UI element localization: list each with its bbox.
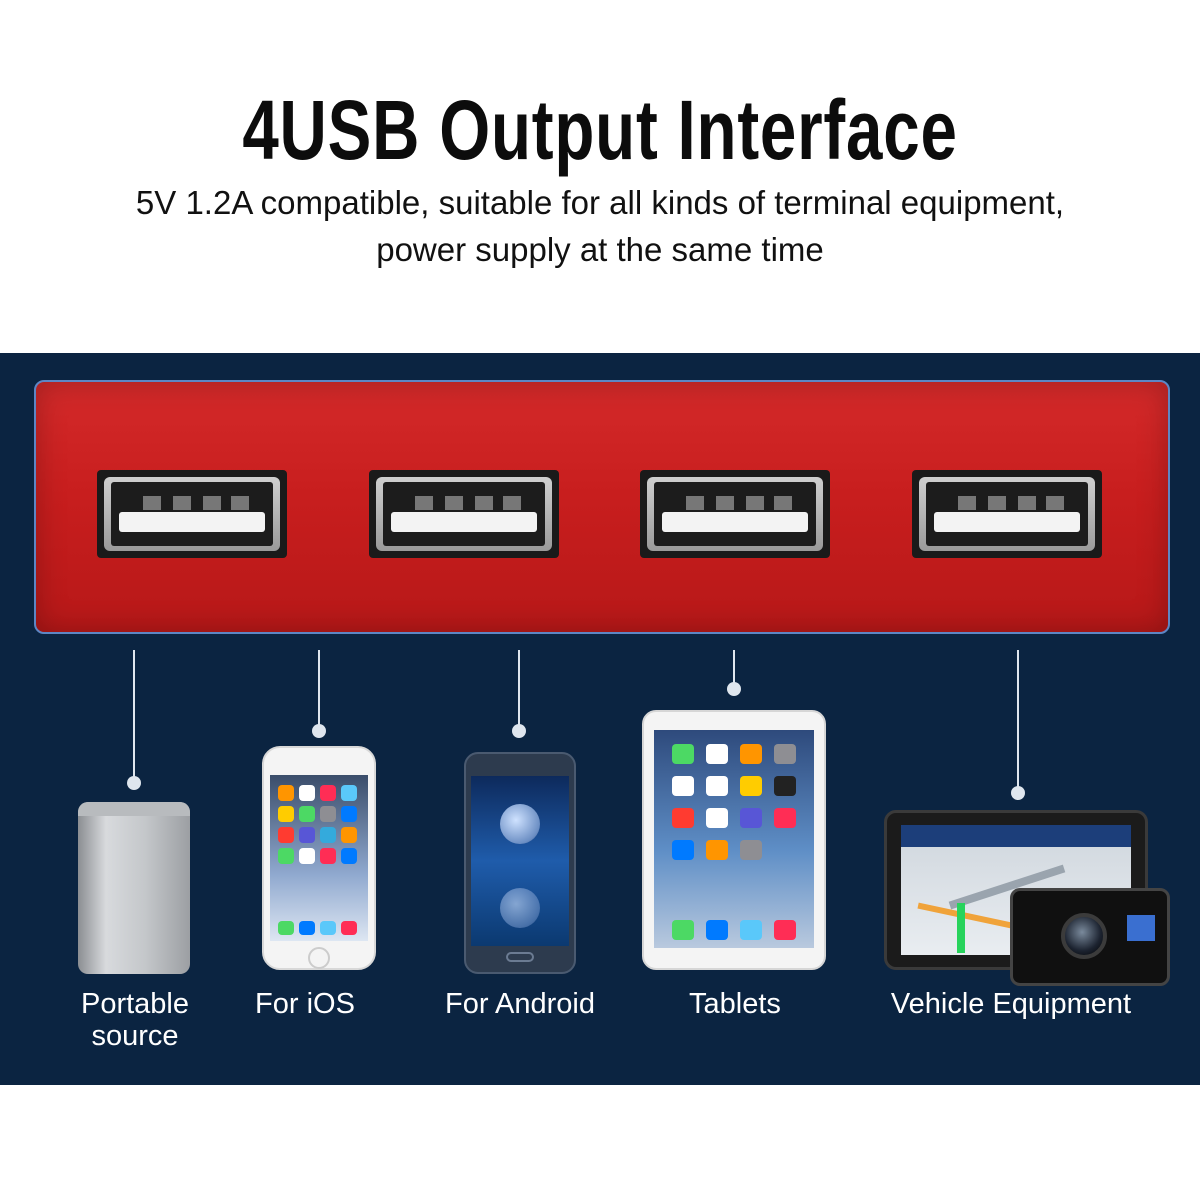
connector-dot xyxy=(1011,786,1025,800)
power-bank-top xyxy=(78,802,190,816)
usb-port-icon xyxy=(369,470,559,558)
connector-line xyxy=(318,650,320,728)
connector-dot xyxy=(512,724,526,738)
page-title: 4USB Output Interface xyxy=(242,83,958,177)
tablet-icon xyxy=(642,710,826,970)
subtitle-line-1: 5V 1.2A compatible, suitable for all kin… xyxy=(135,184,1065,221)
usb-port-icon xyxy=(912,470,1102,558)
dashcam-icon xyxy=(1010,888,1170,986)
usb-port-icon xyxy=(97,470,287,558)
connector-line xyxy=(733,650,735,686)
device-label-vehicle-equipment: Vehicle Equipment xyxy=(890,988,1132,1020)
device-label-tablets: Tablets xyxy=(689,988,781,1020)
connector-dot xyxy=(127,776,141,790)
power-bank-icon xyxy=(78,802,190,974)
android-phone-icon xyxy=(464,752,576,974)
subtitle-line-2: power supply at the same time xyxy=(376,231,824,268)
connector-line xyxy=(1017,650,1019,790)
connector-line xyxy=(518,650,520,728)
device-label-portable-source: Portable source xyxy=(80,988,189,1052)
device-label-android: For Android xyxy=(445,988,595,1020)
connector-line xyxy=(133,650,135,780)
connector-dot xyxy=(727,682,741,696)
iphone-icon xyxy=(262,746,376,970)
connector-dot xyxy=(312,724,326,738)
device-label-ios: For iOS xyxy=(255,988,355,1020)
usb-port-icon xyxy=(640,470,830,558)
